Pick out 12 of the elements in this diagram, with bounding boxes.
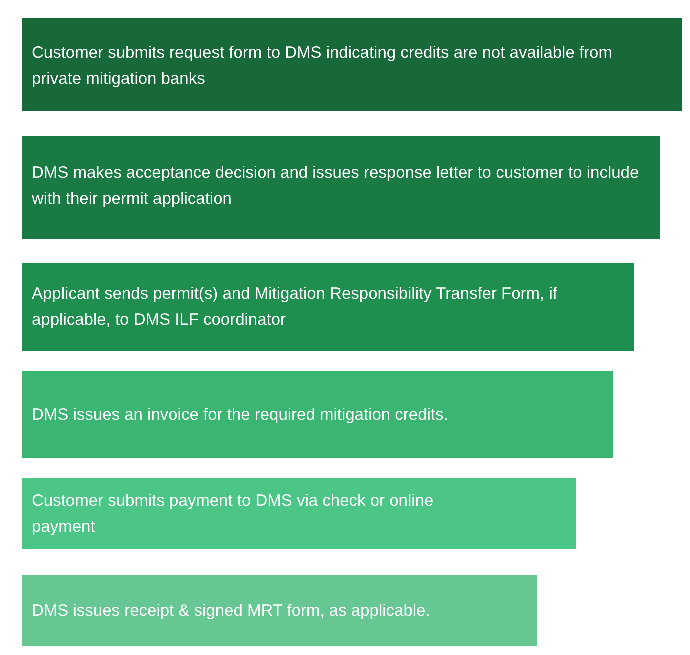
step-text: DMS issues an invoice for the required mitigation credits. [32,404,448,426]
step-bar [22,18,682,111]
step-text: Customer submits payment to DMS via check or online payment [32,490,435,538]
step-text: DMS issues receipt & signed MRT form, as applicable. [32,600,430,622]
step-bar [22,136,660,239]
step-text: Customer submits request form to DMS indicating credits are not available from private mitigation banks [32,43,614,90]
step-bar [22,263,634,351]
step-bar [22,371,613,458]
step-text: DMS makes acceptance decision and issues response letter to customer to include with their permit application [32,163,640,210]
step-text: Applicant sends permit(s) and Mitigation Responsibility Transfer Form, if applicable, to DMS ILF coordinator [32,284,558,331]
step-bar [22,478,576,549]
step-bar [22,575,537,646]
